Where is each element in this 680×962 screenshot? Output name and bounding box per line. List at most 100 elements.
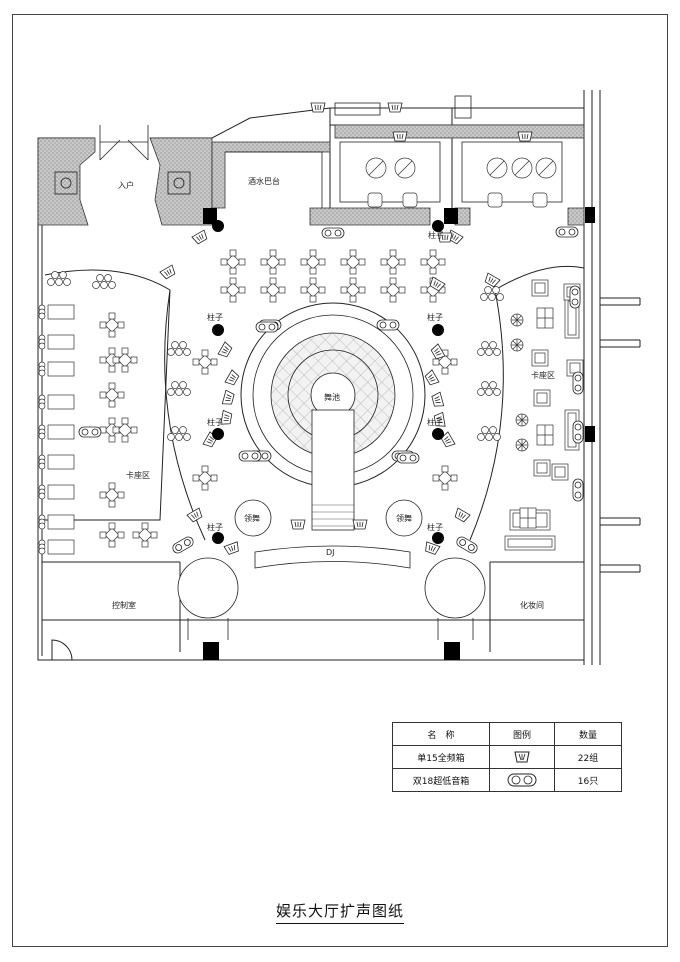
stool-cluster — [480, 286, 504, 301]
coffee-table — [536, 307, 554, 329]
legend-header-row: 名 称 图例 数量 — [392, 722, 622, 746]
armchair — [533, 389, 551, 407]
full-range-speaker-icon — [429, 276, 446, 292]
label-pillar: 柱子 — [207, 417, 223, 427]
full-range-speaker-icon — [484, 272, 501, 288]
table-set — [220, 277, 246, 303]
stool-cluster — [477, 426, 501, 441]
label-booth-left: 卡座区 — [126, 470, 150, 480]
dj-booth — [177, 545, 486, 640]
round-table — [486, 157, 508, 179]
furniture-layout — [38, 157, 584, 555]
legend-header-qty: 数量 — [554, 722, 622, 746]
legend-name: 单15全频箱 — [392, 745, 490, 769]
dance-floor — [240, 302, 426, 531]
full-range-speaker-icon — [186, 507, 203, 523]
round-table — [394, 157, 416, 179]
table-set — [132, 522, 158, 548]
full-range-speaker-icon — [217, 341, 233, 358]
label-pillar: 柱子 — [427, 522, 443, 532]
speaker-legend-table: 名 称 图例 数量 单15全频箱 22组 双18超低音箱 — [392, 722, 622, 792]
subwoofer-icon — [572, 478, 584, 502]
label-pillar: 柱子 — [428, 230, 444, 240]
subwoofer-icon — [255, 321, 279, 333]
stool-cluster — [167, 341, 191, 356]
lounge-table — [38, 424, 75, 440]
armchair — [402, 192, 418, 208]
booth-partitions — [44, 265, 585, 541]
entrance-door — [54, 125, 191, 195]
label-lead-dancer: 领舞 — [396, 513, 412, 523]
flower-stand — [515, 413, 529, 427]
table-set — [432, 349, 458, 375]
label-lead-dancer: 领舞 — [244, 513, 260, 523]
flower-stand — [515, 438, 529, 452]
full-range-speaker-icon — [223, 541, 239, 555]
armchair — [532, 192, 548, 208]
full-range-speaker-icon — [387, 102, 403, 113]
table-set — [260, 277, 286, 303]
label-pillar: 柱子 — [207, 312, 223, 322]
full-range-speaker-icon — [424, 369, 440, 386]
table-set — [420, 249, 446, 275]
armchair — [533, 459, 551, 477]
drawing-title-text: 娱乐大厅扩声图纸 — [275, 902, 404, 924]
full-range-speaker-icon — [392, 131, 408, 142]
subwoofer-icon — [321, 227, 345, 239]
table-set — [220, 249, 246, 275]
label-dance-floor: 舞池 — [324, 392, 340, 402]
lounge-table — [38, 334, 75, 350]
stool-cluster — [92, 274, 116, 289]
table-set — [99, 382, 125, 408]
bar-counter — [225, 95, 563, 208]
lounge-table — [38, 539, 75, 555]
table-set — [112, 347, 138, 373]
subwoofer-icon — [78, 426, 102, 438]
round-table — [535, 157, 557, 179]
full-range-speaker-icon — [454, 507, 471, 523]
full-range-speaker-icon — [433, 411, 446, 427]
full-range-speaker-icon — [290, 519, 306, 530]
subwoofer-icon — [172, 536, 194, 554]
table-set — [260, 249, 286, 275]
table-set — [99, 482, 125, 508]
flower-stand — [510, 338, 524, 352]
full-range-speaker-icon — [220, 409, 233, 425]
label-pillar: 柱子 — [427, 417, 443, 427]
table-set — [112, 417, 138, 443]
table-set — [340, 249, 366, 275]
label-control-room: 控制室 — [112, 600, 136, 610]
table-set — [99, 522, 125, 548]
lounge-table — [38, 361, 75, 377]
sheet-border — [12, 14, 668, 947]
subwoofer-icon — [489, 768, 555, 792]
table-set — [192, 465, 218, 491]
label-pillar: 柱子 — [427, 312, 443, 322]
legend-name: 双18超低音箱 — [392, 768, 490, 792]
legend-qty: 22组 — [554, 745, 622, 769]
legend-row: 双18超低音箱 16只 — [392, 768, 622, 792]
table-set — [340, 277, 366, 303]
label-booth-right: 卡座区 — [531, 370, 555, 380]
label-entrance: 入户 — [118, 180, 134, 190]
stool-cluster — [477, 341, 501, 356]
lead-dancer-platforms — [234, 499, 423, 537]
subwoofer-icon — [572, 420, 584, 444]
round-table — [511, 157, 533, 179]
full-range-speaker-icon — [430, 343, 446, 360]
label-dressing-room: 化妆间 — [520, 600, 544, 610]
structural-columns — [203, 207, 595, 660]
lounge-table — [38, 304, 75, 320]
subwoofer-icon — [376, 319, 400, 331]
coffee-table — [519, 507, 537, 529]
lounge-table — [38, 454, 75, 470]
stool-cluster — [477, 381, 501, 396]
full-range-speaker-icon — [224, 369, 240, 386]
subwoofer-icon — [238, 450, 262, 462]
table-set — [99, 312, 125, 338]
subwoofer-icon — [555, 226, 579, 238]
flower-stand — [510, 313, 524, 327]
stool-cluster — [167, 426, 191, 441]
lounge-table — [38, 394, 75, 410]
